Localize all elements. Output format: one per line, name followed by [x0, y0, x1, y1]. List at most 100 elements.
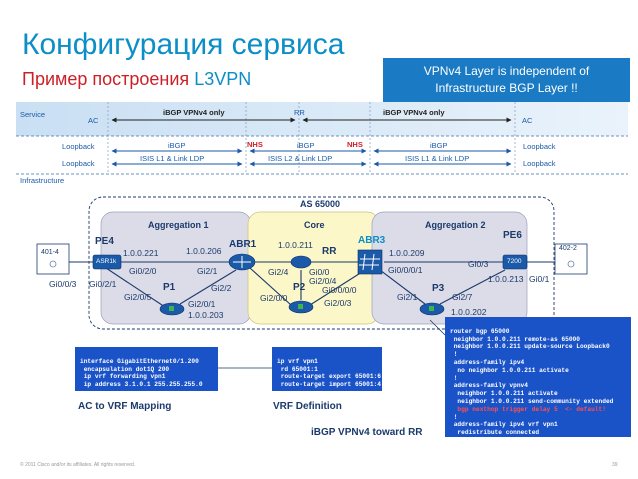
config-bgp-line-13: address-family ipv4 vrf vpn1: [450, 421, 558, 429]
nhs-label-1: NHS: [247, 140, 263, 149]
isis-label-2: ISIS L2 & Link LDP: [268, 154, 333, 163]
config-bgp-line-3: neighbor 1.0.0.211 update-source Loopbac…: [450, 343, 610, 351]
config-interface-box: interface GigabitEthernet0/1.200 encapsu…: [75, 347, 218, 391]
p1-led: [169, 306, 174, 311]
config-vrf-line-3: route-target export 65001:6: [277, 373, 381, 381]
ce-left-label: 401-4: [41, 249, 59, 256]
config-if-line-4: ip address 3.1.0.1 255.255.255.0: [80, 381, 203, 389]
isis-label-1: ISIS L1 & Link LDP: [140, 154, 205, 163]
abr1-arrows: [233, 256, 251, 268]
config-vrf-line-2: rd 65001:1: [277, 365, 318, 373]
p3-gi21: Gi2/1: [397, 292, 418, 302]
abr1-loopback: 1.0.0.206: [186, 246, 222, 256]
ibgp-vpnv4-left-label: iBGP VPNv4 only: [163, 108, 225, 117]
link-abr3-p3: [379, 269, 426, 305]
config-bgp-line-12: !: [450, 413, 458, 421]
callout-line-1: VPNv4 Layer is independent of: [423, 64, 590, 78]
aggregation1-label: Aggregation 1: [148, 220, 209, 230]
p3-label: P3: [432, 283, 445, 294]
link-p2-abr3: [309, 271, 363, 306]
p2-gi200: Gi2/0/0: [260, 293, 288, 303]
p3-loopback: 1.0.0.202: [451, 307, 487, 317]
rr-label: RR: [294, 108, 305, 117]
abr3-gi0000: Gi0/0/0/0: [322, 285, 357, 295]
pe4-loopback: 1.0.0.221: [123, 248, 159, 258]
subtitle-prefix: Пример построения: [22, 69, 195, 89]
callout-line-bgp: [429, 319, 446, 336]
config-bgp-line-6: no neighbor 1.0.0.211 activate: [450, 366, 569, 374]
rr-router-label: RR: [322, 246, 337, 257]
pe4-router-shape: [92, 254, 122, 270]
abr1-gi22: Gi2/2: [211, 283, 232, 293]
config-bgp-line-5: address-family ipv4: [450, 358, 525, 366]
config-bgp-line-14: redistribute connected: [450, 429, 540, 437]
config-bgp-box: router bgp 65000 neighbor 1.0.0.211 remo…: [445, 317, 631, 437]
rr-gi204: Gi2/0/4: [309, 276, 337, 286]
pe4-gi020: Gi0/2/0: [129, 266, 157, 276]
callout-line-2: Infrastructure BGP Layer !!: [435, 81, 578, 95]
p2-led: [298, 304, 303, 309]
nhs-label-2: NHS: [347, 140, 363, 149]
config-bgp-line-10: neighbor 1.0.0.211 send-community extend…: [450, 397, 614, 405]
ibgp-label-1: iBGP: [168, 141, 186, 150]
pe6-gi03: Gi0/3: [468, 259, 489, 269]
ibgp-label-3: iBGP: [430, 141, 448, 150]
link-pe4-p1: [105, 267, 166, 308]
config-bgp-line-9: neighbor 1.0.0.211 activate: [450, 390, 558, 398]
p1-gi201: Gi2/0/1: [188, 299, 216, 309]
page-number: 39: [612, 462, 618, 468]
config-if-line-2: encapsulation dot1Q 200: [80, 365, 170, 373]
abr3-loopback: 1.0.0.209: [389, 248, 425, 258]
pe4-gi003: Gi0/0/3: [49, 279, 77, 289]
rr-router-shape: [290, 255, 312, 269]
config-bgp-line-4: !: [450, 351, 458, 359]
link-abr1-p2: [249, 267, 292, 306]
pe6-label: PE6: [503, 230, 522, 241]
config-if-line-1: interface GigabitEthernet0/1.200: [80, 357, 199, 365]
ce-left-icon: [49, 260, 57, 268]
abr1-gi24: Gi2/4: [268, 267, 289, 277]
ce-right-box: [554, 243, 588, 275]
config-vrf-line-4: route-target import 65001:4: [277, 381, 381, 389]
p3-led: [429, 306, 434, 311]
ac-right-label: AC: [522, 116, 533, 125]
isis-label-3: ISIS L1 & Link LDP: [405, 154, 470, 163]
config-if-line-3: ip vrf forwarding vpn1: [80, 373, 166, 381]
p2-label: P2: [293, 282, 306, 293]
caption-vrf-definition: VRF Definition: [273, 401, 342, 412]
loopback-right-1: Loopback: [523, 142, 556, 151]
abr3-router-shape: [357, 249, 383, 275]
link-p1-abr1: [179, 269, 237, 305]
config-vrf-box: ip vrf vpn1 rd 65001:1 route-target expo…: [272, 347, 382, 391]
page-title: Конфигурация сервиса: [22, 28, 345, 61]
loopback-left-1: Loopback: [62, 142, 95, 151]
page-subtitle: Пример построения L3VPN: [22, 69, 251, 90]
pe4-gi021: Gi0/2/1: [89, 279, 117, 289]
link-p3-pe6: [439, 269, 506, 305]
service-label: Service: [20, 110, 46, 119]
rr-loopback: 1.0.0.211: [278, 240, 313, 250]
ibgp-vpnv4-right-label: iBGP VPNv4 only: [383, 108, 445, 117]
pe6-gi01: Gi0/1: [529, 274, 550, 284]
rr-gi00: Gi0/0: [309, 267, 330, 277]
loopback-right-2: Loopback: [523, 159, 556, 168]
core-label: Core: [304, 220, 325, 230]
asr1k-label: ASR1k: [96, 258, 117, 265]
as-label: AS 65000: [300, 199, 341, 209]
abr1-gi21: Gi2/1: [197, 266, 218, 276]
infrastructure-label: Infrastructure: [20, 176, 65, 185]
aggregation2-label: Aggregation 2: [425, 220, 486, 230]
as-boundary: [88, 196, 555, 330]
config-bgp-line-7: !: [450, 374, 458, 382]
ce-right-icon: [567, 260, 575, 268]
config-bgp-line-8: address-family vpnv4: [450, 382, 528, 390]
ce-right-label: 402-2: [559, 245, 577, 252]
p2-gi203: Gi2/0/3: [324, 298, 352, 308]
pe4-label: PE4: [95, 236, 114, 247]
callout-box: VPNv4 Layer is independent of Infrastruc…: [383, 58, 630, 102]
config-bgp-line-2: neighbor 1.0.0.211 remote-as 65000: [450, 335, 580, 343]
ce-left-box: [36, 243, 70, 275]
abr3-label: ABR3: [358, 235, 386, 246]
loopback-left-2: Loopback: [62, 159, 95, 168]
